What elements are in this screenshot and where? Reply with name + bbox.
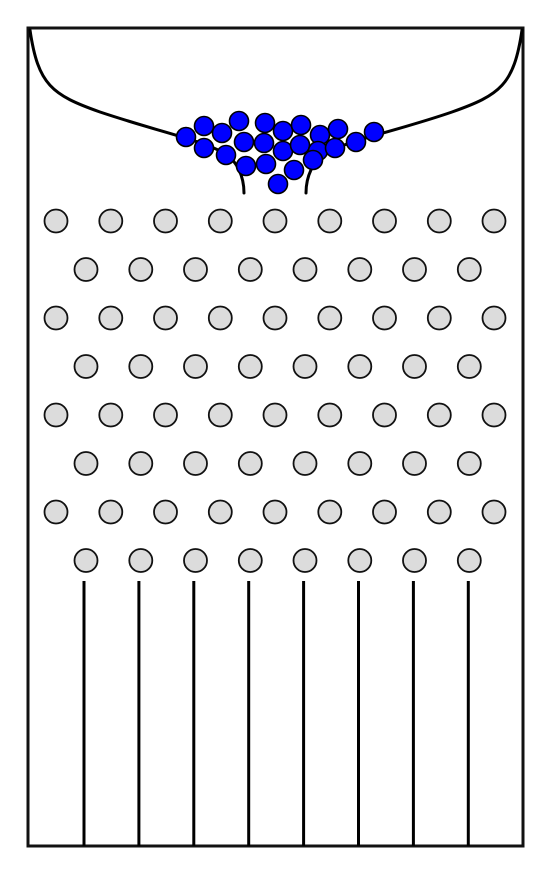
ball	[228, 110, 250, 132]
funnel-left-wall	[28, 28, 246, 195]
board-frame	[26, 26, 525, 848]
peg	[237, 548, 263, 573]
peg	[372, 208, 397, 234]
peg	[317, 305, 343, 331]
peg	[262, 305, 288, 331]
peg	[317, 499, 343, 525]
ball	[215, 144, 237, 166]
ball	[211, 122, 233, 144]
peg	[347, 548, 373, 573]
peg	[481, 305, 507, 331]
peg	[73, 451, 99, 476]
peg	[347, 451, 373, 476]
peg	[43, 499, 69, 525]
peg	[292, 451, 318, 476]
peg-grid	[43, 208, 507, 573]
ball	[324, 137, 346, 159]
peg	[153, 499, 178, 525]
peg	[153, 305, 178, 331]
ball	[254, 112, 276, 134]
peg	[207, 208, 233, 234]
peg	[456, 257, 482, 282]
peg	[262, 402, 288, 428]
ball	[290, 114, 312, 136]
ball	[302, 149, 324, 171]
ball	[363, 121, 385, 143]
ball	[272, 140, 294, 162]
peg	[207, 402, 233, 428]
peg	[98, 305, 124, 331]
peg	[183, 451, 208, 476]
peg	[481, 499, 507, 525]
peg	[73, 354, 99, 379]
peg	[347, 354, 373, 379]
peg	[128, 257, 154, 282]
peg	[43, 305, 69, 331]
ball	[235, 155, 257, 177]
peg	[128, 451, 154, 476]
peg	[73, 257, 99, 282]
peg	[292, 354, 318, 379]
peg	[262, 499, 288, 525]
peg	[73, 548, 99, 573]
peg	[402, 548, 427, 573]
peg	[183, 257, 208, 282]
ball	[272, 120, 294, 142]
ball	[255, 153, 277, 175]
peg	[292, 257, 318, 282]
peg	[372, 305, 397, 331]
peg	[207, 305, 233, 331]
peg	[237, 257, 263, 282]
ball	[267, 173, 289, 195]
peg	[372, 402, 397, 428]
ball	[345, 131, 367, 153]
peg	[43, 208, 69, 234]
peg	[402, 354, 427, 379]
peg	[98, 402, 124, 428]
peg	[43, 402, 69, 428]
peg	[183, 354, 208, 379]
ball	[233, 131, 255, 153]
ball	[253, 132, 275, 154]
peg	[128, 548, 154, 573]
peg	[317, 208, 343, 234]
peg	[481, 208, 507, 234]
peg	[262, 208, 288, 234]
peg	[456, 548, 482, 573]
peg	[426, 499, 452, 525]
ball	[327, 118, 349, 140]
peg	[456, 354, 482, 379]
peg	[402, 257, 427, 282]
peg	[153, 208, 178, 234]
ball	[193, 115, 215, 137]
peg	[481, 402, 507, 428]
ball	[283, 159, 305, 181]
peg	[426, 208, 452, 234]
peg	[207, 499, 233, 525]
ball	[193, 137, 215, 159]
ball-cluster	[175, 110, 385, 195]
peg	[98, 499, 124, 525]
peg	[372, 499, 397, 525]
ball	[289, 134, 311, 156]
peg	[183, 548, 208, 573]
peg	[426, 305, 452, 331]
ball	[175, 126, 197, 148]
peg	[153, 402, 178, 428]
peg	[237, 451, 263, 476]
peg	[456, 451, 482, 476]
peg	[98, 208, 124, 234]
peg	[426, 402, 452, 428]
peg	[402, 451, 427, 476]
peg	[317, 402, 343, 428]
peg	[128, 354, 154, 379]
peg	[347, 257, 373, 282]
bin-dividers	[82, 581, 470, 846]
peg	[292, 548, 318, 573]
peg	[237, 354, 263, 379]
